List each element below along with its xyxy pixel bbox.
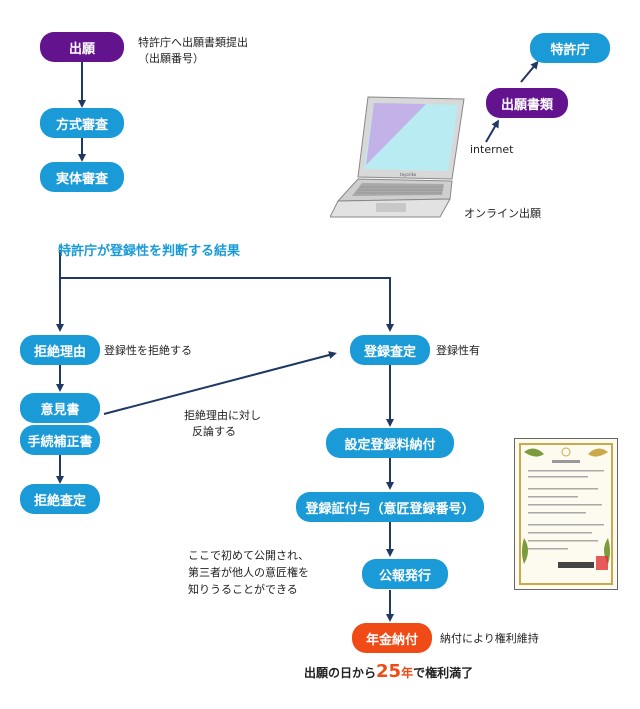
decision-to-register-node: 登録査定 [350,335,430,365]
internet-label: internet [470,143,514,156]
reason-of-refusal-node: 拒絶理由 [20,335,100,365]
online-filing-label: オンライン出願 [464,207,541,220]
publication-note-line3: 知りうることができる [188,583,298,596]
arrow-opinion-to-registration [103,351,337,415]
expiry-prefix: 出願の日から [304,666,377,680]
certificate-node: 登録証付与（意匠登録番号） [296,492,484,522]
expiry-statement: 出願の日から25年で権利満了 [304,661,473,682]
filing-node: 出願 [40,32,124,62]
substantive-exam-node: 実体審査 [40,162,124,192]
amendment-node: 手続補正書 [20,425,100,455]
filing-note-line1: 特許庁へ出願書類提出 [138,36,248,49]
publication-note-line2: 第三者が他人の意匠権を [188,566,309,579]
rebuttal-note-line1: 拒絶理由に対し [184,409,261,422]
reason-of-refusal-note: 登録性を拒絶する [104,344,192,357]
branch-line [59,277,391,326]
expiry-year-unit: 年 [401,666,414,680]
laptop-illustration: toyoriko [330,96,465,218]
application-docs-node: 出願書類 [486,88,568,118]
patent-office-node: 特許庁 [530,33,610,63]
arrow-internet-to-docs [485,119,500,143]
publication-node: 公報発行 [362,559,448,589]
formal-exam-node: 方式審査 [40,108,124,138]
annual-fee-note: 納付により権利維持 [440,632,539,645]
rebuttal-note-line2: 反論する [192,425,236,438]
annual-fee-node: 年金納付 [352,623,432,653]
expiry-suffix: で権利満了 [413,666,474,680]
result-heading: 特許庁が登録性を判断する結果 [58,244,241,259]
fee-payment-node: 設定登録料納付 [326,428,454,458]
written-opinion-node: 意見書 [20,393,100,423]
refusal-decision-node: 拒絶査定 [20,484,100,514]
filing-note-line2: （出願番号） [138,52,204,65]
registration-certificate-image [514,438,618,590]
decision-to-register-note: 登録性有 [436,344,480,357]
arrow-docs-to-office [520,60,539,83]
expiry-years: 25 [376,661,402,682]
laptop-brand-label: toyoriko [400,172,417,177]
publication-note-line1: ここで初めて公開され、 [188,549,310,562]
